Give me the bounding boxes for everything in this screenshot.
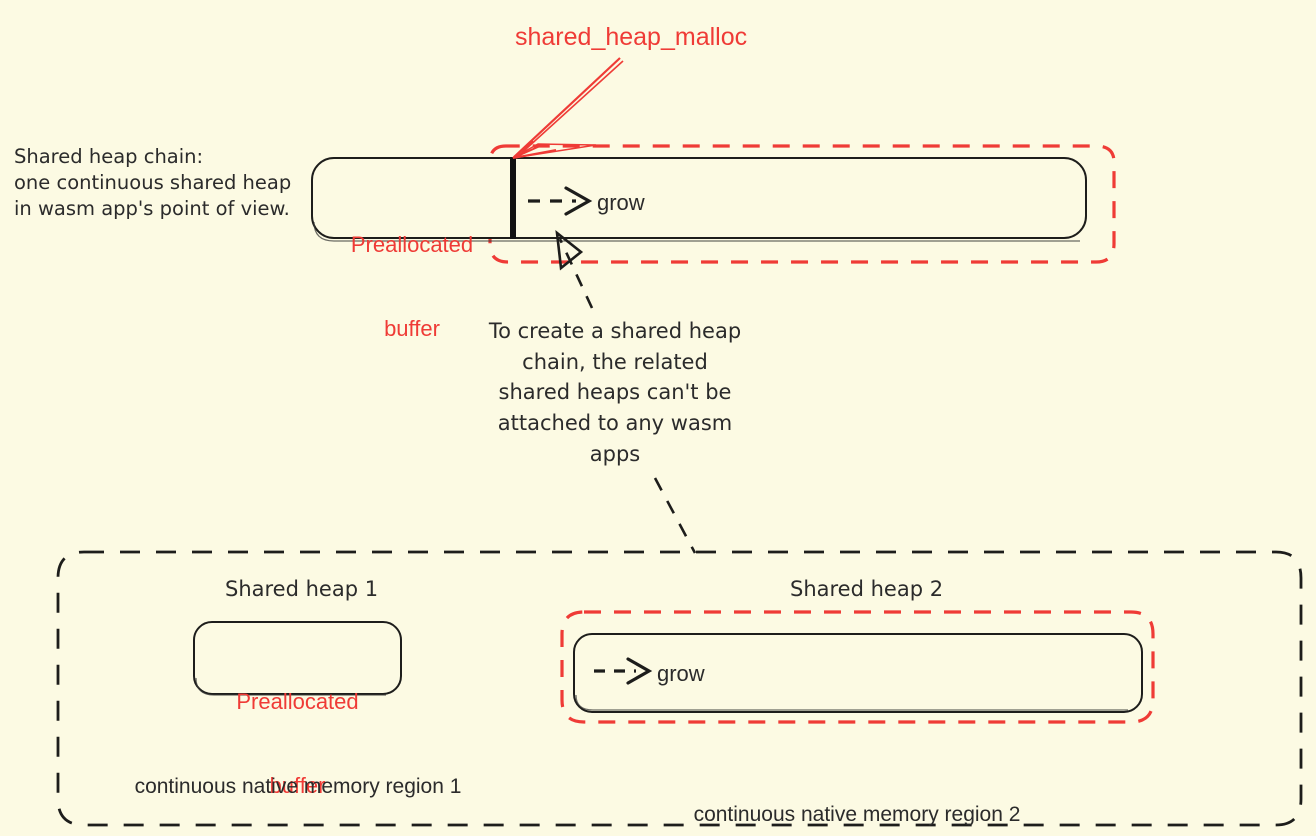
heap1-preallocated-buffer-label-line-2: buffer: [269, 772, 326, 798]
chain-note-line-2: one continuous shared heap: [14, 171, 292, 195]
top-grow-label: grow: [597, 190, 645, 215]
top-preallocated-buffer-label: Preallocated buffer: [332, 176, 492, 398]
constraint-to-bottom-connector: [653, 477, 697, 554]
constraint-note: To create a shared heap chain, the relat…: [488, 319, 742, 466]
heap1-caption: continuous native memory region 1 (from …: [117, 716, 479, 836]
heap1-preallocated-buffer-label-line-1: Preallocated: [236, 689, 359, 715]
heap2-grow-arrowhead: [626, 657, 653, 685]
top-preallocated-buffer-label-line-2: buffer: [384, 315, 440, 341]
constraint-callout-arrowhead: [555, 230, 584, 271]
malloc-pointer-shaft: [513, 57, 621, 158]
heap2-growable-rect-shadow: [575, 694, 1128, 711]
malloc-pointer-shaft-2: [515, 60, 624, 159]
heap2-red-dashed-region: [560, 610, 1155, 724]
malloc-pointer-arrowhead-flare: [512, 143, 597, 159]
shared-heap-chain-note: Shared heap chain: one continuous shared…: [14, 144, 291, 222]
heap1-preallocated-buffer-label: Preallocated buffer: [214, 633, 381, 836]
constraint-callout-leader: [558, 238, 594, 309]
chain-note-line-1: Shared heap chain:: [14, 145, 204, 168]
heap2-caption: continuous native memory region 2 (WAMR …: [676, 744, 1038, 836]
heap1-title: Shared heap 1: [225, 577, 379, 601]
heap2-title: Shared heap 2: [790, 577, 944, 601]
malloc-label: shared_heap_malloc: [515, 23, 748, 51]
heap2-caption-line-1: continuous native memory region 2: [693, 802, 1021, 826]
heap2-grow-label: grow: [657, 661, 705, 686]
top-growable-red-dashed-region: [488, 144, 1116, 264]
top-grow-arrowhead: [564, 186, 593, 216]
top-preallocated-buffer-label-line-1: Preallocated: [350, 232, 474, 258]
malloc-pointer-arrowhead: [512, 140, 557, 159]
chain-note-line-3: in wasm app's point of view.: [14, 197, 290, 221]
heap1-caption-line-1: continuous native memory region 1: [134, 774, 462, 798]
